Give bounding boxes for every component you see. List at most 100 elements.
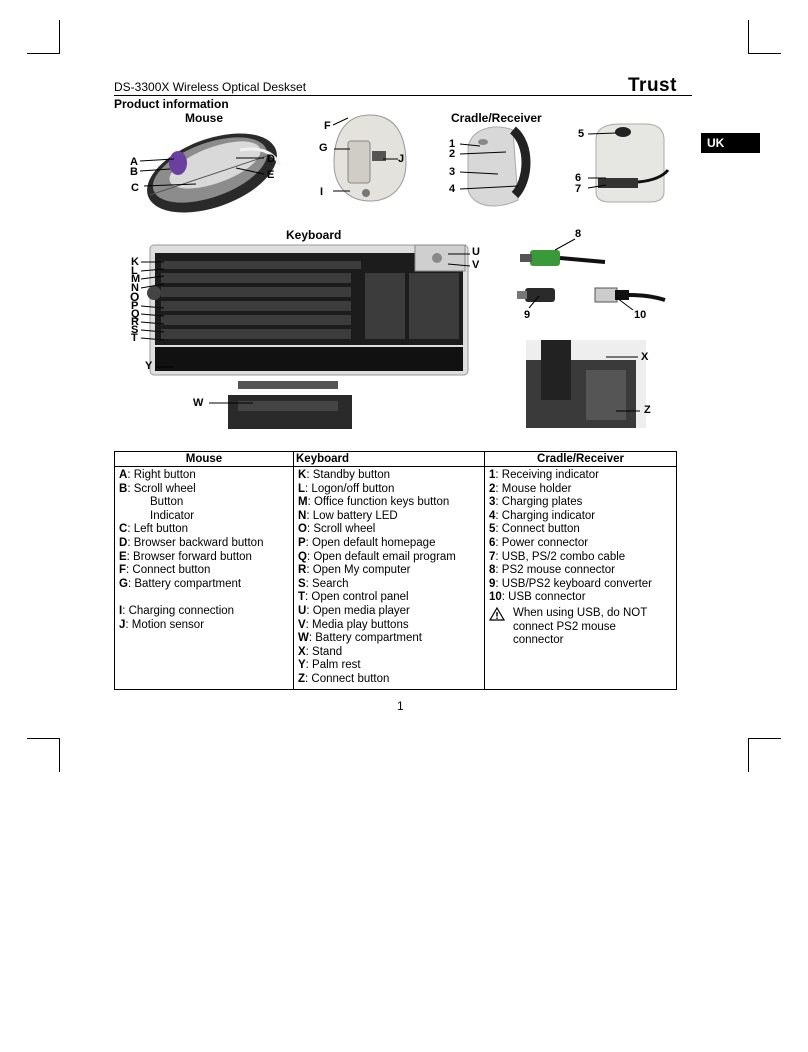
usb-note: When using USB, do NOT connect PS2 mouse…	[489, 606, 672, 648]
callout-i: I	[320, 186, 324, 198]
mouse-part-item: F: Connect button	[119, 564, 289, 578]
mouse-part-item-key: A	[119, 469, 128, 481]
cradle-part-item-key: 9	[489, 577, 496, 590]
callout-p: P	[131, 300, 139, 312]
cradle-part-item-key: 5	[489, 523, 496, 536]
cradle-part-item-text: : Mouse holder	[495, 482, 572, 495]
callout-n: N	[131, 282, 139, 294]
callout-3: 3	[449, 166, 456, 178]
keyboard-part-item: V: Media play buttons	[298, 619, 480, 633]
crop-mark	[748, 738, 781, 739]
mouse-bottom-photo	[330, 113, 410, 203]
callout-o: O	[130, 290, 140, 304]
cradle-leader-lines	[459, 143, 519, 190]
mouse-part-item-key: I	[119, 604, 123, 617]
cradle-part-item: 6: Power connector	[489, 537, 672, 551]
callout-6: 6	[575, 172, 582, 184]
mouse-heading: Mouse	[185, 111, 224, 125]
col-header-cradle: Cradle/Receiver	[484, 451, 677, 467]
mouse-part-item-text: : Scroll wheel	[127, 482, 196, 495]
keyboard-part-item-key: P	[298, 536, 306, 549]
usb-note-text: When using USB, do NOT connect PS2 mouse…	[513, 606, 648, 647]
cradle-part-item: 10: USB connector	[489, 591, 672, 605]
keyboard-part-item-key: R	[298, 564, 307, 577]
callout-v: V	[472, 259, 480, 271]
callout-s: S	[131, 324, 139, 336]
mouse-part-item-text: : Browser forward button	[126, 550, 252, 563]
header-rule	[114, 95, 692, 96]
cables-leader-lines	[528, 238, 634, 311]
document-title: DS-3300X Wireless Optical Deskset	[114, 80, 307, 94]
callout-y: Y	[145, 360, 153, 372]
cradle-part-item-key: 2	[489, 482, 496, 495]
keyboard-part-item-key: V	[298, 618, 306, 631]
cradle-part-item-key: 8	[489, 564, 496, 577]
callout-m: M	[131, 273, 141, 285]
mouse-part-item-text: : Left button	[127, 523, 189, 536]
mouse-part-item-text: : Browser backward button	[127, 536, 264, 549]
stand-leader-lines	[606, 356, 640, 412]
cradle-part-item-text: : USB, PS/2 combo cable	[495, 550, 626, 563]
cradle-part-item: 8: PS2 mouse connector	[489, 564, 672, 578]
cradle-part-item-text: : Power connector	[495, 536, 589, 549]
callout-5: 5	[578, 128, 585, 140]
mouse-part-item-key: B	[119, 482, 128, 495]
mouse-part-item-key: G	[119, 577, 128, 590]
cradle-part-item-text: : USB/PS2 keyboard converter	[495, 577, 653, 590]
keyboard-part-item-text: : Battery compartment	[308, 632, 422, 645]
cradle-part-item-text: : Connect button	[495, 523, 580, 536]
cables-photo	[515, 240, 670, 320]
keyboard-part-item: S: Search	[298, 578, 480, 592]
section-title: Product information	[114, 97, 229, 111]
keyboard-part-item: M: Office function keys button	[298, 496, 480, 510]
callout-t: T	[131, 332, 138, 344]
warning-icon	[489, 606, 507, 648]
cradle-part-item-key: 4	[489, 509, 496, 522]
crop-mark	[748, 738, 749, 772]
callout-w: W	[193, 397, 204, 409]
battery-leader-line	[209, 402, 253, 404]
mouse-part-item-key: C	[119, 523, 128, 536]
keyboard-part-item: L: Logon/off button	[298, 483, 480, 497]
keyboard-part-item-text: : Scroll wheel	[306, 523, 376, 536]
keyboard-part-item: K: Standby button	[298, 469, 480, 483]
col-header-mouse: Mouse	[114, 451, 294, 467]
mouse-part-item: Indicator	[119, 510, 289, 524]
keyboard-part-item-key: N	[298, 509, 307, 522]
mouse-part-item-text: : Right button	[127, 469, 196, 481]
mouse-leader-lines	[139, 157, 265, 187]
keyboard-leader-lines	[140, 253, 471, 368]
keyboard-part-item: P: Open default homepage	[298, 537, 480, 551]
mouse-part-item-key: E	[119, 550, 127, 563]
product-info-table: Mouse Keyboard Cradle/Receiver A: Right …	[114, 451, 677, 690]
mouse-part-item: Button	[119, 496, 289, 510]
cradle-part-item: 3: Charging plates	[489, 496, 672, 510]
keyboard-part-item-text: : Open media player	[306, 604, 410, 617]
mouse-part-item-text: : Connect button	[126, 564, 211, 577]
callout-9: 9	[524, 309, 531, 321]
cradle-part-item-text: : Charging indicator	[495, 509, 596, 522]
mouse-part-item: E: Browser forward button	[119, 551, 289, 565]
callout-1: 1	[449, 138, 456, 150]
callout-7: 7	[575, 183, 582, 195]
language-tab: UK	[701, 133, 760, 153]
col-header-keyboard: Keyboard	[293, 451, 485, 467]
keyboard-part-item-text: : Open My computer	[306, 564, 411, 577]
callout-d: D	[267, 153, 275, 165]
mouse-part-item-key: D	[119, 536, 128, 549]
keyboard-part-item-key: Z	[298, 672, 306, 685]
keyboard-part-item-text: : Low battery LED	[306, 509, 398, 522]
keyboard-part-item: T: Open control panel	[298, 591, 480, 605]
keyboard-part-item: X: Stand	[298, 646, 480, 660]
keyboard-part-item: U: Open media player	[298, 605, 480, 619]
keyboard-part-item-text: : Open default email program	[306, 550, 456, 563]
mouse-part-item: I: Charging connection	[119, 605, 289, 619]
battery-compartment-photo	[228, 379, 358, 431]
callout-x: X	[641, 351, 649, 363]
mouse-part-item-text: Indicator	[150, 509, 195, 522]
keyboard-part-item-key: S	[298, 577, 306, 590]
callout-2: 2	[449, 148, 456, 160]
keyboard-part-item: R: Open My computer	[298, 564, 480, 578]
